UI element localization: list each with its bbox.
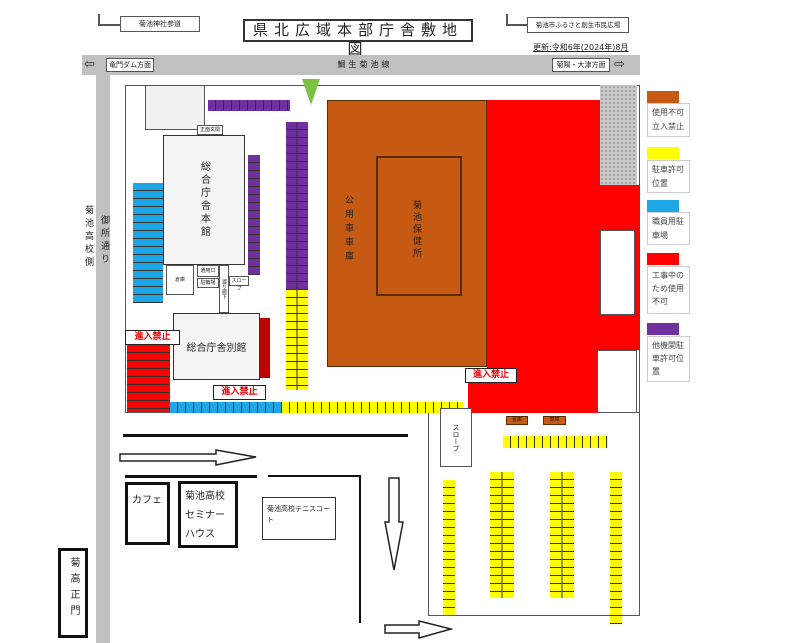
garage-label: 公用車車庫 [343, 195, 353, 265]
side-road [96, 75, 110, 643]
staff-parking-west [133, 183, 163, 303]
permitted-parking-col-1 [443, 480, 455, 615]
school-gate: 菊高正門 [58, 548, 88, 638]
no-entry-sign-south: 進入禁止 [213, 385, 266, 400]
bicycle-parking-label: 駐輪場 [197, 278, 219, 288]
cafe: カフェ [125, 482, 170, 545]
legend-swatch-staff [647, 200, 679, 212]
slope-vertical-label: スロープ [440, 408, 472, 467]
permitted-parking-col-3 [550, 472, 574, 598]
legend-label-construction: 工事中のため使用不可 [647, 266, 690, 314]
health-center-label: 菊池保健所 [411, 200, 421, 260]
storage-box-2: 車庫 [543, 416, 566, 425]
warehouse-label: 倉庫 [166, 265, 194, 295]
gravel-area [600, 85, 637, 185]
construction-area [487, 100, 600, 413]
traffic-arrow-south-icon [384, 477, 404, 571]
storage-box-1: 書庫 [506, 416, 528, 425]
side-label: 菊池高校側 [83, 205, 93, 270]
legend-label-permitted: 駐車許可位置 [647, 160, 690, 193]
permitted-parking-column [286, 290, 308, 390]
lower-parking-lot [428, 413, 640, 616]
legend-swatch-permitted [647, 147, 679, 159]
left-sign-arrow-icon [98, 14, 120, 26]
legend-label-other-agency: 他機関駐車許可位置 [647, 336, 690, 382]
legend-label-restricted: 使用不可立入禁止 [647, 103, 690, 137]
updated-date: 更新:令和6年(2024年)8月 [533, 43, 629, 52]
green-entry-arrow-icon [302, 79, 320, 105]
main-road [82, 55, 640, 75]
permitted-parking-col-4 [610, 472, 622, 624]
right-sign: 菊池市ふるさと創生市民広場 [527, 17, 629, 33]
other-agency-parking-north [208, 100, 290, 111]
legend-swatch-restricted [647, 91, 679, 103]
no-entry-sign-east: 進入禁止 [465, 368, 517, 383]
permitted-parking-south [282, 402, 463, 413]
slope-label: スロープ [229, 276, 249, 292]
road-name: 鯛生菊池線 [337, 60, 393, 69]
other-agency-parking-east [248, 155, 260, 275]
staff-parking-south [170, 402, 282, 413]
no-entry-sign-west: 進入禁止 [125, 330, 180, 345]
permitted-parking-col-2 [490, 472, 514, 598]
closed-parking-west [127, 345, 170, 412]
legend-swatch-other-agency [647, 323, 679, 335]
traffic-arrow-east-icon [119, 449, 257, 466]
legend-swatch-construction [647, 253, 679, 265]
health-center-building [376, 156, 462, 296]
traffic-arrow-lot-icon [384, 620, 453, 639]
east-building-2 [597, 350, 637, 413]
construction-area-south [468, 383, 600, 413]
permitted-parking-row [503, 436, 608, 448]
seminar-house: 菊池高校セミナーハウス [178, 481, 238, 548]
right-sign-arrow-icon [506, 14, 527, 26]
tennis-court: 菊池高校テニスコート [262, 497, 336, 540]
east-building-1 [600, 230, 635, 315]
legend-label-staff: 職員用駐車場 [647, 212, 690, 245]
corridor-label: 渡り廊下 [219, 265, 229, 313]
road-line-4 [359, 475, 361, 623]
road-line-1 [123, 434, 408, 437]
north-building-strip [145, 85, 205, 130]
closed-parking-annex [260, 318, 270, 378]
page-title: 県北広域本部庁舎敷地図 [243, 19, 473, 58]
right-arrow-icon: ⇨ [614, 57, 625, 72]
left-direction-label: 竜門ダム方面 [106, 58, 154, 72]
other-agency-parking-column [286, 122, 308, 290]
road-line-3 [268, 475, 361, 477]
side-road-name: 御所通り [99, 215, 109, 267]
road-line-2 [125, 475, 257, 478]
entrance-label: 正面玄関 [197, 125, 223, 135]
service-entrance-label: 通用口 [197, 265, 219, 277]
annex-building: 総合庁舎別館 [173, 313, 260, 380]
right-direction-label: 菊陽・大津方面 [552, 58, 610, 72]
left-arrow-icon: ⇦ [84, 57, 95, 72]
left-sign: 菊池神社参道 [120, 16, 200, 32]
main-building: 総合庁舎本館 [163, 135, 245, 265]
